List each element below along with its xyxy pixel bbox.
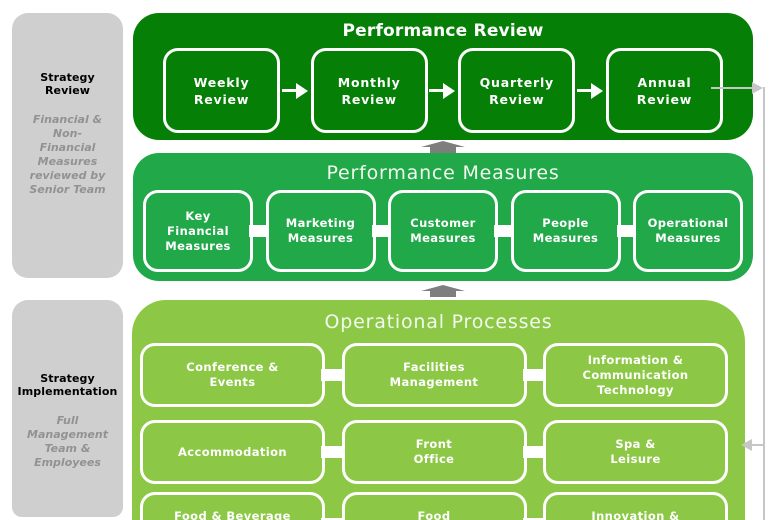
strategy-review-description: Financial & Non- Financial Measures revi…	[29, 113, 106, 196]
right-arrow-icon	[429, 82, 456, 99]
sidebar-box-strategy-implementation: Strategy Implementation Full Management …	[12, 300, 123, 517]
measure-box-customer: Customer Measures	[388, 190, 498, 272]
process-box-ict: Information & Communication Technology	[543, 343, 728, 407]
feedback-loop-line	[711, 87, 753, 89]
sidebar-box-strategy-review: Strategy Review Financial & Non- Financi…	[12, 13, 123, 278]
connector-bar	[321, 446, 346, 458]
review-box-quarterly: Quarterly Review	[458, 48, 576, 133]
left-arrowhead-icon	[741, 439, 752, 451]
connector-bar	[522, 369, 547, 381]
right-arrow-icon	[281, 82, 309, 99]
connector-bar	[321, 369, 346, 381]
panel-operational-processes: Operational Processes Conference & Event…	[132, 300, 745, 520]
measure-box-people: People Measures	[510, 190, 621, 272]
strategy-implementation-description: Full Management Team & Employees	[27, 414, 108, 469]
review-box-monthly: Monthly Review	[310, 48, 428, 133]
connector-bar	[494, 225, 515, 237]
connector-bar	[522, 518, 547, 520]
connector-bar	[321, 518, 346, 520]
right-arrowhead-icon	[752, 82, 763, 94]
right-arrow-icon	[577, 82, 604, 99]
connector-bar	[522, 446, 547, 458]
review-box-weekly: Weekly Review	[163, 48, 280, 133]
process-box-innovation-quality: Innovation & Quality	[543, 492, 728, 520]
panel-title-performance-review: Performance Review	[342, 21, 544, 41]
process-box-food-beverage-service: Food & Beverage Service	[140, 492, 325, 520]
measure-box-marketing: Marketing Measures	[265, 190, 376, 272]
process-box-front-office: Front Office	[341, 420, 527, 484]
connector-bar	[616, 225, 637, 237]
strategy-implementation-title: Strategy Implementation	[17, 372, 118, 398]
review-box-annual: Annual Review	[605, 48, 723, 133]
connector-bar	[371, 225, 392, 237]
connector-bar	[249, 225, 270, 237]
process-box-accommodation: Accommodation	[140, 420, 325, 484]
feedback-loop-line	[763, 87, 765, 520]
panel-performance-measures: Performance Measures Key Financial Measu…	[133, 153, 753, 281]
processes-row-2: Accommodation Front Office Spa & Leisure	[132, 420, 745, 484]
panel-performance-review: Performance Review Weekly Review Monthly…	[133, 13, 753, 140]
strategy-review-title: Strategy Review	[40, 71, 95, 97]
up-arrow-icon	[421, 285, 465, 297]
panel-title-operational-processes: Operational Processes	[324, 311, 553, 333]
process-box-spa-leisure: Spa & Leisure	[543, 420, 728, 484]
up-arrow-icon	[421, 141, 465, 153]
feedback-loop-line	[751, 444, 764, 446]
measures-row: Key Financial Measures Marketing Measure…	[133, 190, 753, 272]
panel-title-performance-measures: Performance Measures	[326, 162, 560, 184]
process-box-food-production: Food Production	[341, 492, 527, 520]
review-steps-row: Weekly Review Monthly Review Quarterly R…	[133, 48, 753, 133]
processes-row-3: Food & Beverage Service Food Production …	[132, 492, 745, 520]
process-box-facilities-management: Facilities Management	[341, 343, 527, 407]
measure-box-operational: Operational Measures	[633, 190, 743, 272]
process-box-conference-events: Conference & Events	[140, 343, 325, 407]
measure-box-key-financial: Key Financial Measures	[143, 190, 253, 272]
processes-row-1: Conference & Events Facilities Managemen…	[132, 343, 745, 407]
